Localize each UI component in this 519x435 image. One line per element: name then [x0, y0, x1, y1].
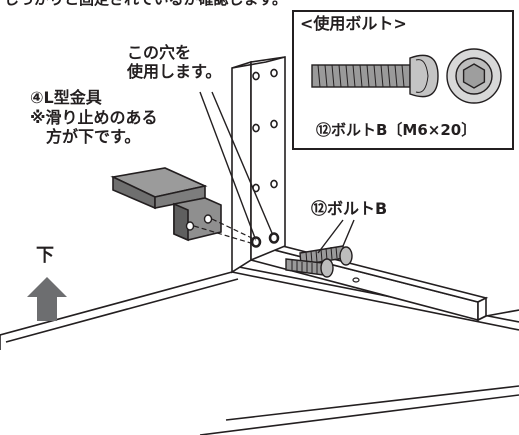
inset-title: <使用ボルト>	[300, 14, 407, 33]
bolt-main-lower	[285, 258, 334, 278]
inset-caption: ⑫ボルトB〔M6×20〕	[316, 121, 477, 139]
bolt-side-view	[311, 54, 439, 98]
bracket-note: ※滑り止めのある 方が下です。	[30, 108, 158, 146]
l-bracket	[110, 167, 222, 242]
bottom-rail	[248, 239, 519, 322]
bracket-name: ④L型金具	[30, 88, 102, 107]
alignment-dashes	[193, 218, 257, 245]
leg-post	[231, 56, 360, 283]
hole-callout: この穴を 使用します。	[127, 43, 222, 81]
direction-label: 下	[36, 245, 54, 266]
bolt-detail-inset: <使用ボルト> ⑫ボルトB〔M6×20〕	[292, 10, 514, 150]
header-text: しっかりと固定されているか確認します。	[4, 0, 287, 9]
hole-pointer-lines	[199, 91, 273, 239]
up-arrow-icon	[27, 277, 67, 321]
inset-bolt-drawing	[311, 48, 502, 104]
bolt-head-view	[446, 48, 502, 104]
bolt-pointer-lines	[317, 219, 355, 254]
bolt-label: ⑫ボルトB	[311, 199, 388, 218]
